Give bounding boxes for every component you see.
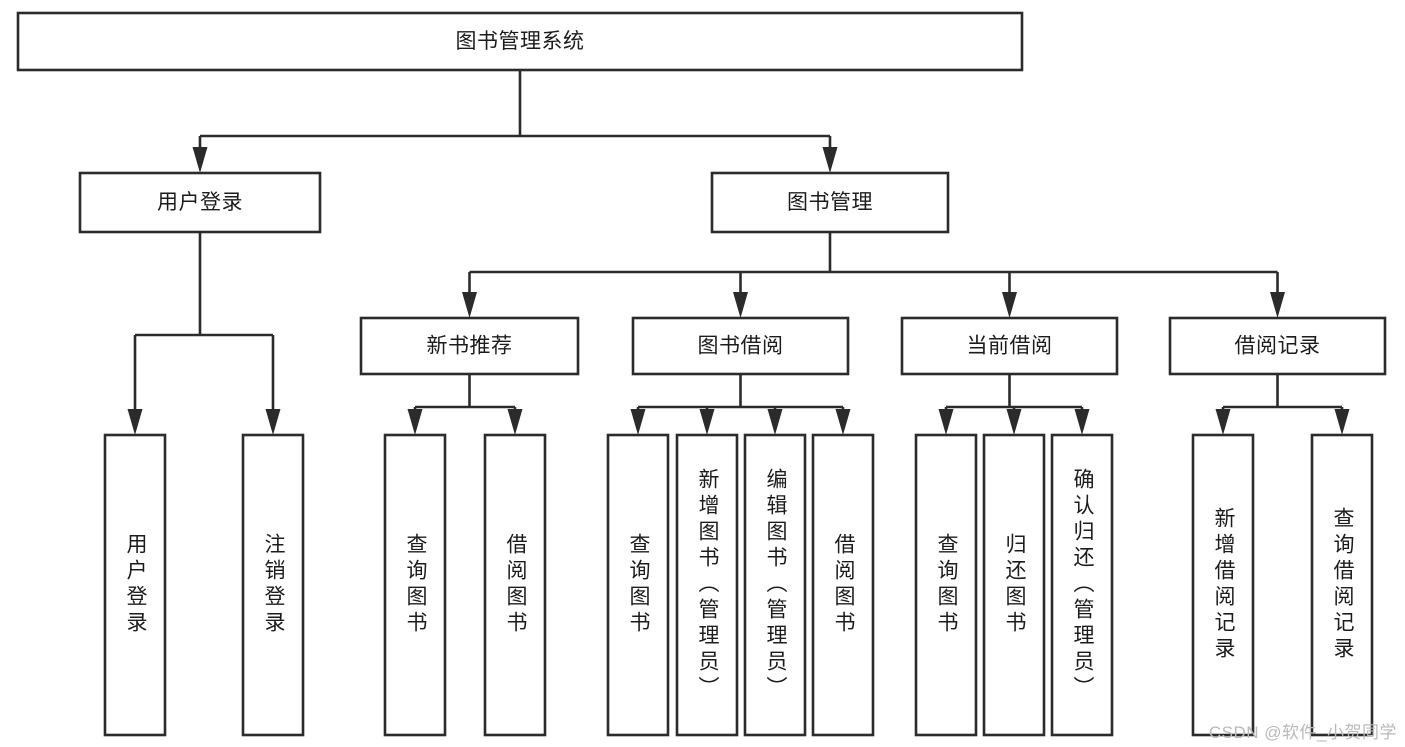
connector-group-bookmgmt: [462, 232, 1285, 318]
node-box-l7[interactable]: [743, 433, 807, 737]
arrow-head-icon: [127, 409, 143, 435]
arrow-head-icon: [835, 409, 851, 435]
arrow-head-icon: [192, 147, 208, 173]
node-box-l13[interactable]: [1310, 433, 1374, 737]
arrow-head-icon: [1215, 409, 1231, 435]
node-label-bookmgmt: 图书管理: [787, 191, 873, 214]
node-label-newbook: 新书推荐: [427, 335, 513, 358]
arrow-head-icon: [1002, 292, 1017, 318]
connector-group-root: [192, 70, 838, 173]
node-box-l12[interactable]: [1191, 433, 1255, 737]
node-box-l3[interactable]: [383, 433, 447, 737]
nodes-layer: [16, 11, 1387, 737]
arrow-head-icon: [733, 292, 748, 318]
arrow-head-icon: [767, 409, 783, 435]
arrow-head-icon: [938, 409, 954, 435]
node-box-newbook[interactable]: [359, 316, 580, 376]
node-label-current: 当前借阅: [967, 335, 1053, 358]
arrow-head-icon: [630, 409, 646, 435]
node-label-login: 用户登录: [157, 191, 243, 214]
arrow-head-icon: [265, 409, 281, 435]
node-box-bookmgmt[interactable]: [710, 171, 950, 234]
connector-group-borrow: [630, 374, 851, 435]
connectors-layer: [127, 70, 1350, 435]
connector-group-newbook: [407, 374, 523, 435]
arrow-head-icon: [1334, 409, 1350, 435]
node-box-root[interactable]: [16, 11, 1024, 72]
arrow-head-icon: [462, 292, 477, 318]
node-box-l1[interactable]: [103, 433, 167, 737]
watermark-text: CSDN @软件_小贺同学: [1208, 723, 1397, 742]
node-box-l9[interactable]: [914, 433, 978, 737]
node-box-records[interactable]: [1168, 316, 1387, 376]
connector-group-current: [938, 374, 1090, 435]
node-box-l11[interactable]: [1050, 433, 1114, 737]
connector-group-records: [1215, 374, 1350, 435]
node-box-l8[interactable]: [811, 433, 875, 737]
node-box-l2[interactable]: [241, 433, 305, 737]
node-label-borrow: 图书借阅: [698, 335, 784, 358]
node-box-l4[interactable]: [483, 433, 547, 737]
node-box-borrow[interactable]: [631, 316, 850, 376]
node-box-l6[interactable]: [675, 433, 739, 737]
node-box-current[interactable]: [900, 316, 1119, 376]
arrow-head-icon: [1270, 292, 1285, 318]
arrow-head-icon: [822, 147, 838, 173]
node-box-l5[interactable]: [606, 433, 670, 737]
arrow-head-icon: [699, 409, 715, 435]
node-box-login[interactable]: [78, 171, 322, 234]
connector-group-login: [127, 232, 281, 435]
node-label-root: 图书管理系统: [456, 30, 585, 53]
node-label-records: 借阅记录: [1235, 335, 1321, 358]
arrow-head-icon: [407, 409, 423, 435]
node-box-l10[interactable]: [982, 433, 1046, 737]
arrow-head-icon: [1074, 409, 1090, 435]
arrow-head-icon: [507, 409, 523, 435]
arrow-head-icon: [1006, 409, 1022, 435]
